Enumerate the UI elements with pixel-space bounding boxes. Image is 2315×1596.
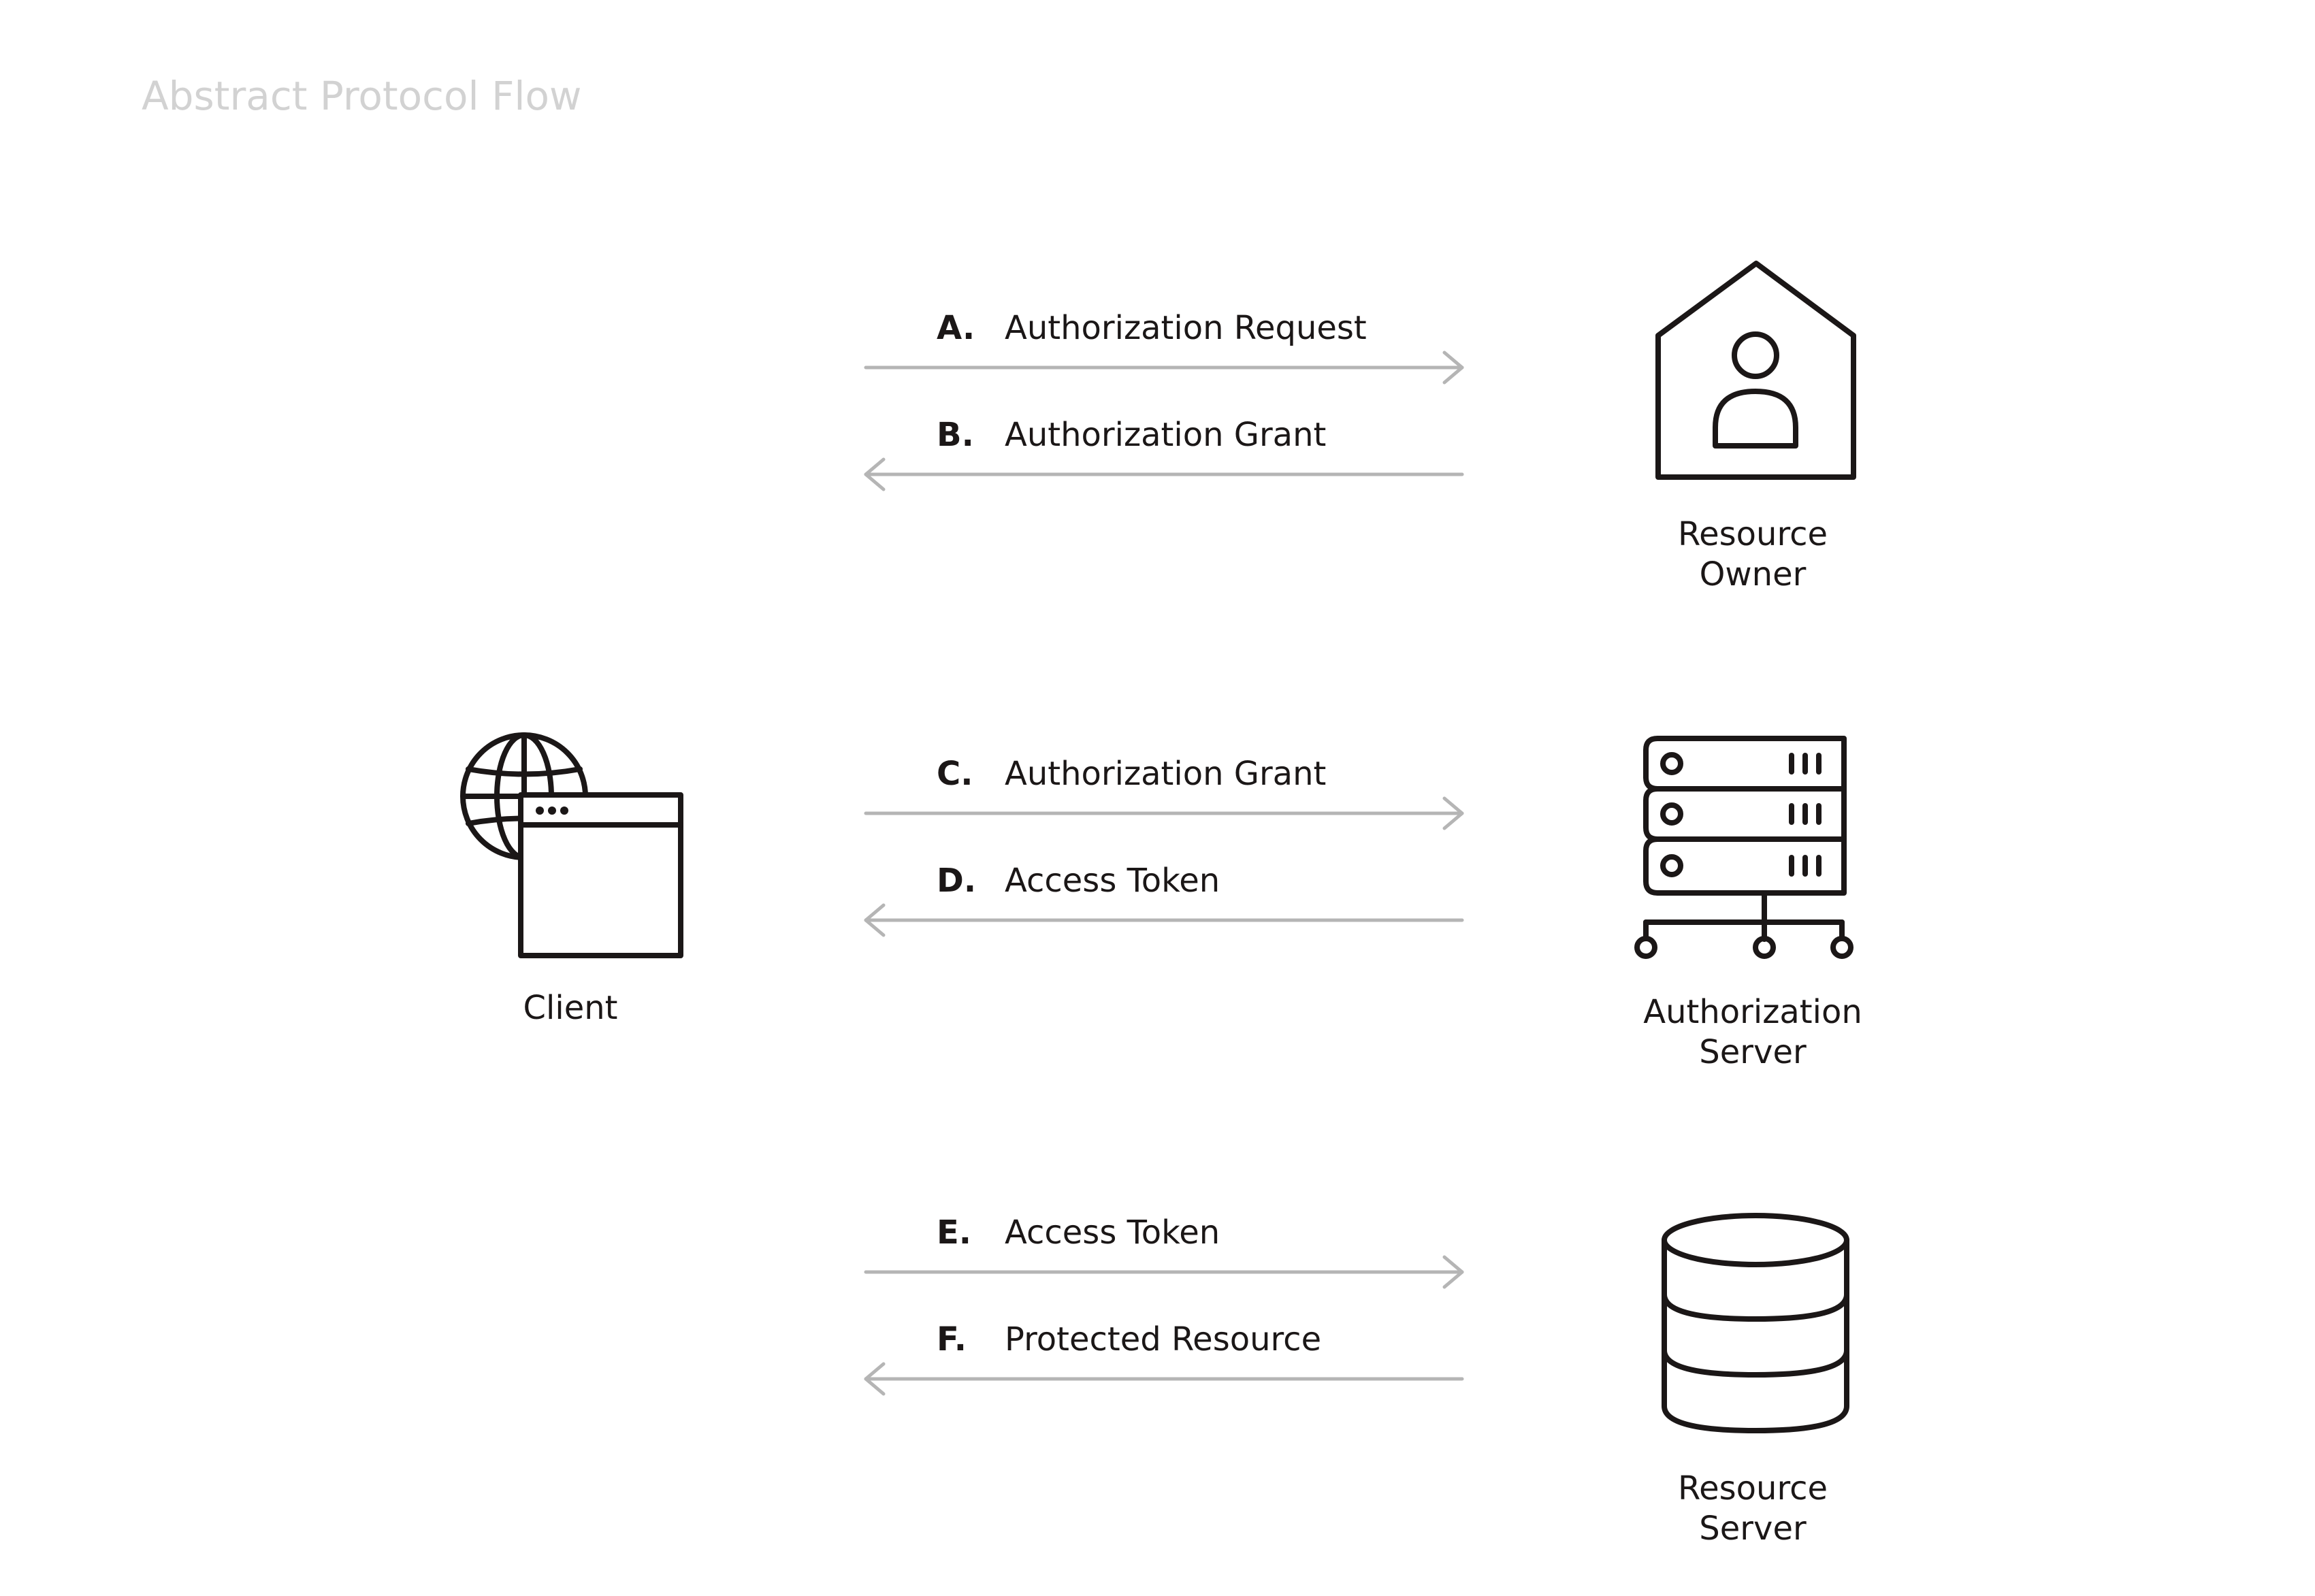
step-b-text: Authorization Grant <box>1005 416 1327 454</box>
resource-owner-label-line1: Resource <box>1677 515 1828 553</box>
step-d-letter: D. <box>937 862 977 900</box>
authorization-server-label-line1: Authorization <box>1643 993 1862 1031</box>
step-f-letter: F. <box>937 1320 967 1358</box>
authorization-server-label: Authorization Server <box>1583 992 1923 1073</box>
arrow-f-left <box>864 1362 1464 1396</box>
authorization-server-label-line2: Server <box>1699 1033 1807 1071</box>
server-rack-icon <box>1634 736 1853 959</box>
resource-server-label-line1: Resource <box>1677 1469 1828 1508</box>
house-person-icon <box>1655 261 1856 480</box>
resource-owner-label: Resource Owner <box>1583 515 1923 595</box>
step-e-text: Access Token <box>1005 1214 1220 1252</box>
arrow-e-right <box>864 1255 1464 1289</box>
resource-owner-label-line2: Owner <box>1699 555 1807 593</box>
step-a-letter: A. <box>937 309 975 347</box>
step-c-letter: C. <box>937 755 973 793</box>
arrow-b-left <box>864 457 1464 491</box>
page-title: Abstract Protocol Flow <box>142 73 582 119</box>
step-c-text: Authorization Grant <box>1005 755 1327 793</box>
step-f-text: Protected Resource <box>1005 1320 1322 1358</box>
client-label: Client <box>400 988 741 1028</box>
step-b-letter: B. <box>937 416 974 454</box>
arrow-d-left <box>864 903 1464 937</box>
arrow-c-right <box>864 796 1464 830</box>
arrow-a-right <box>864 351 1464 385</box>
step-e-letter: E. <box>937 1214 972 1252</box>
step-a-text: Authorization Request <box>1005 309 1367 347</box>
browser-globe-icon <box>460 732 683 958</box>
client-label-text: Client <box>523 989 618 1027</box>
database-icon <box>1662 1213 1849 1433</box>
step-d-text: Access Token <box>1005 862 1220 900</box>
resource-server-label: Resource Server <box>1583 1469 1923 1549</box>
resource-server-label-line2: Server <box>1699 1510 1807 1548</box>
